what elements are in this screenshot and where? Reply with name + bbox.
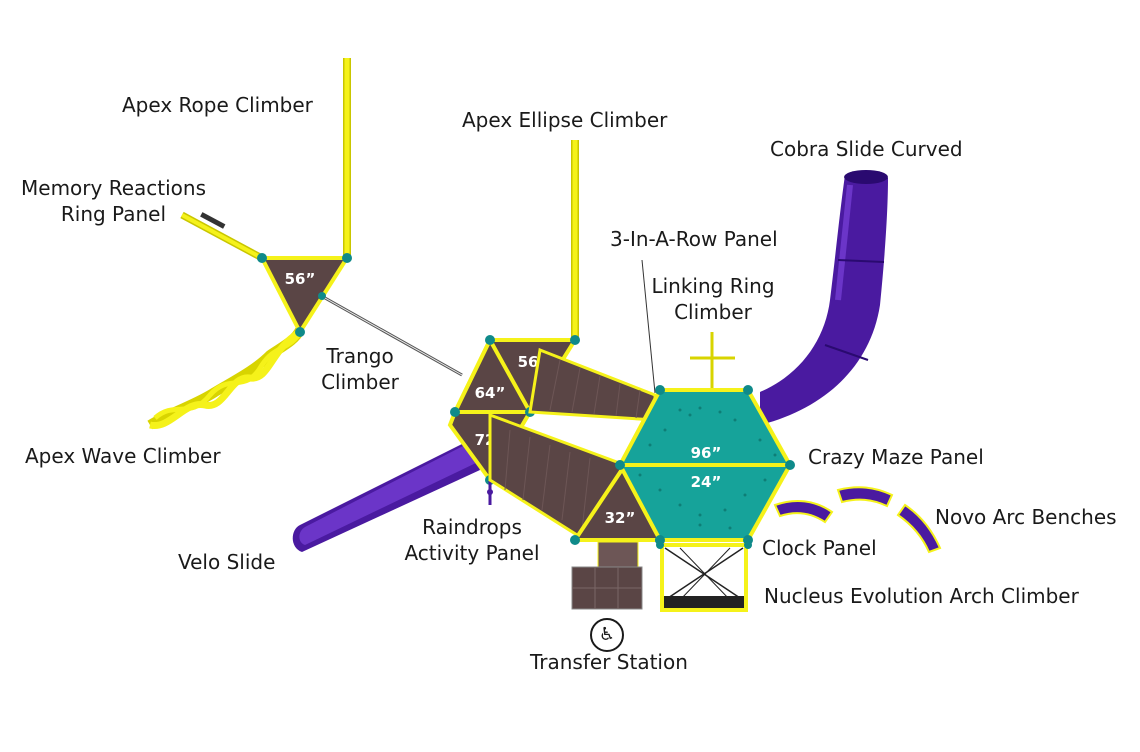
label-apex-wave-climber: Apex Wave Climber: [25, 444, 221, 468]
crazy-maze-deck: 96” 24”: [615, 385, 795, 545]
label-cobra-slide: Cobra Slide Curved: [770, 137, 963, 161]
label-trango-1: Trango: [326, 344, 394, 368]
deck-56-left: 56”: [257, 253, 352, 337]
label-apex-rope-climber: Apex Rope Climber: [122, 93, 313, 117]
label-transfer-station: Transfer Station: [530, 650, 688, 674]
label-raindrops-2: Activity Panel: [404, 541, 540, 565]
label-nucleus: Nucleus Evolution Arch Climber: [764, 584, 1079, 608]
label-crazy-maze: Crazy Maze Panel: [808, 445, 984, 469]
deck-24-label: 24”: [691, 473, 722, 491]
deck-64-label: 64”: [475, 384, 506, 402]
raindrops-activity-panel: [487, 480, 493, 505]
leader-lines: [641, 259, 656, 394]
upper-walkway: [528, 347, 657, 422]
transfer-station: [571, 541, 643, 610]
memory-reactions-ring-panel: [180, 211, 264, 262]
label-novo-arc: Novo Arc Benches: [935, 505, 1117, 529]
deck-96-label: 96”: [691, 444, 722, 462]
velo-slide: [292, 440, 480, 552]
trango-climber: [324, 296, 463, 377]
label-clock-panel: Clock Panel: [762, 536, 877, 560]
label-linking-ring-2: Climber: [674, 300, 752, 324]
label-apex-ellipse-climber: Apex Ellipse Climber: [462, 108, 668, 132]
label-velo-slide: Velo Slide: [178, 550, 276, 574]
label-3-in-a-row: 3-In-A-Row Panel: [610, 227, 778, 251]
label-linking-ring-1: Linking Ring: [651, 274, 775, 298]
deck-56-left-label: 56”: [285, 270, 316, 288]
label-trango-2: Climber: [321, 370, 399, 394]
deck-32-label: 32”: [605, 509, 636, 527]
nucleus-evolution-arch-climber: [656, 541, 752, 612]
novo-arc-benches: [773, 486, 942, 554]
wheelchair-icon: ♿: [590, 618, 624, 652]
label-memory-reactions-1: Memory Reactions: [21, 176, 206, 200]
label-memory-reactions-2: Ring Panel: [60, 202, 166, 226]
label-raindrops-1: Raindrops: [422, 515, 522, 539]
cobra-slide-curved: [760, 170, 888, 425]
apex-wave-climber: [147, 327, 305, 430]
linking-ring-climber: [690, 332, 735, 390]
